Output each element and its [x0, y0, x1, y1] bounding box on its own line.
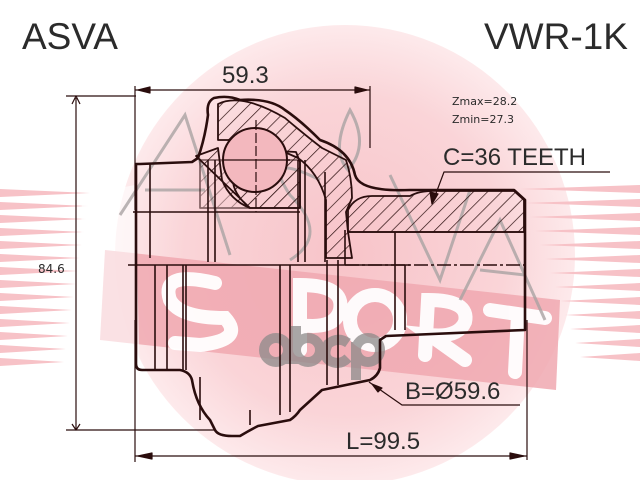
dimension-height: [66, 95, 215, 431]
brand-label: ASVA: [22, 16, 118, 57]
length-label: L=99.5: [346, 428, 421, 455]
part-number: VWR-1K: [484, 16, 628, 57]
watermark-sport-letters: [161, 272, 552, 379]
dimension-top-width-label: 59.3: [222, 62, 269, 89]
leader-lines: [368, 171, 610, 406]
dimension-top-width: [134, 86, 371, 210]
watermark-stripes-left: [0, 189, 90, 366]
housing-outline: [134, 95, 527, 438]
zmax-label: Zmax=28.2: [452, 95, 518, 108]
watermark-stripes-right: [520, 185, 640, 361]
bore-diameter-label: B=Ø59.6: [405, 378, 501, 405]
ball: [222, 120, 290, 212]
dimension-height-label: 84.6: [38, 262, 65, 276]
spline-teeth-label: C=36 TEETH: [443, 144, 586, 171]
zmin-label: Zmin=27.3: [452, 113, 514, 126]
